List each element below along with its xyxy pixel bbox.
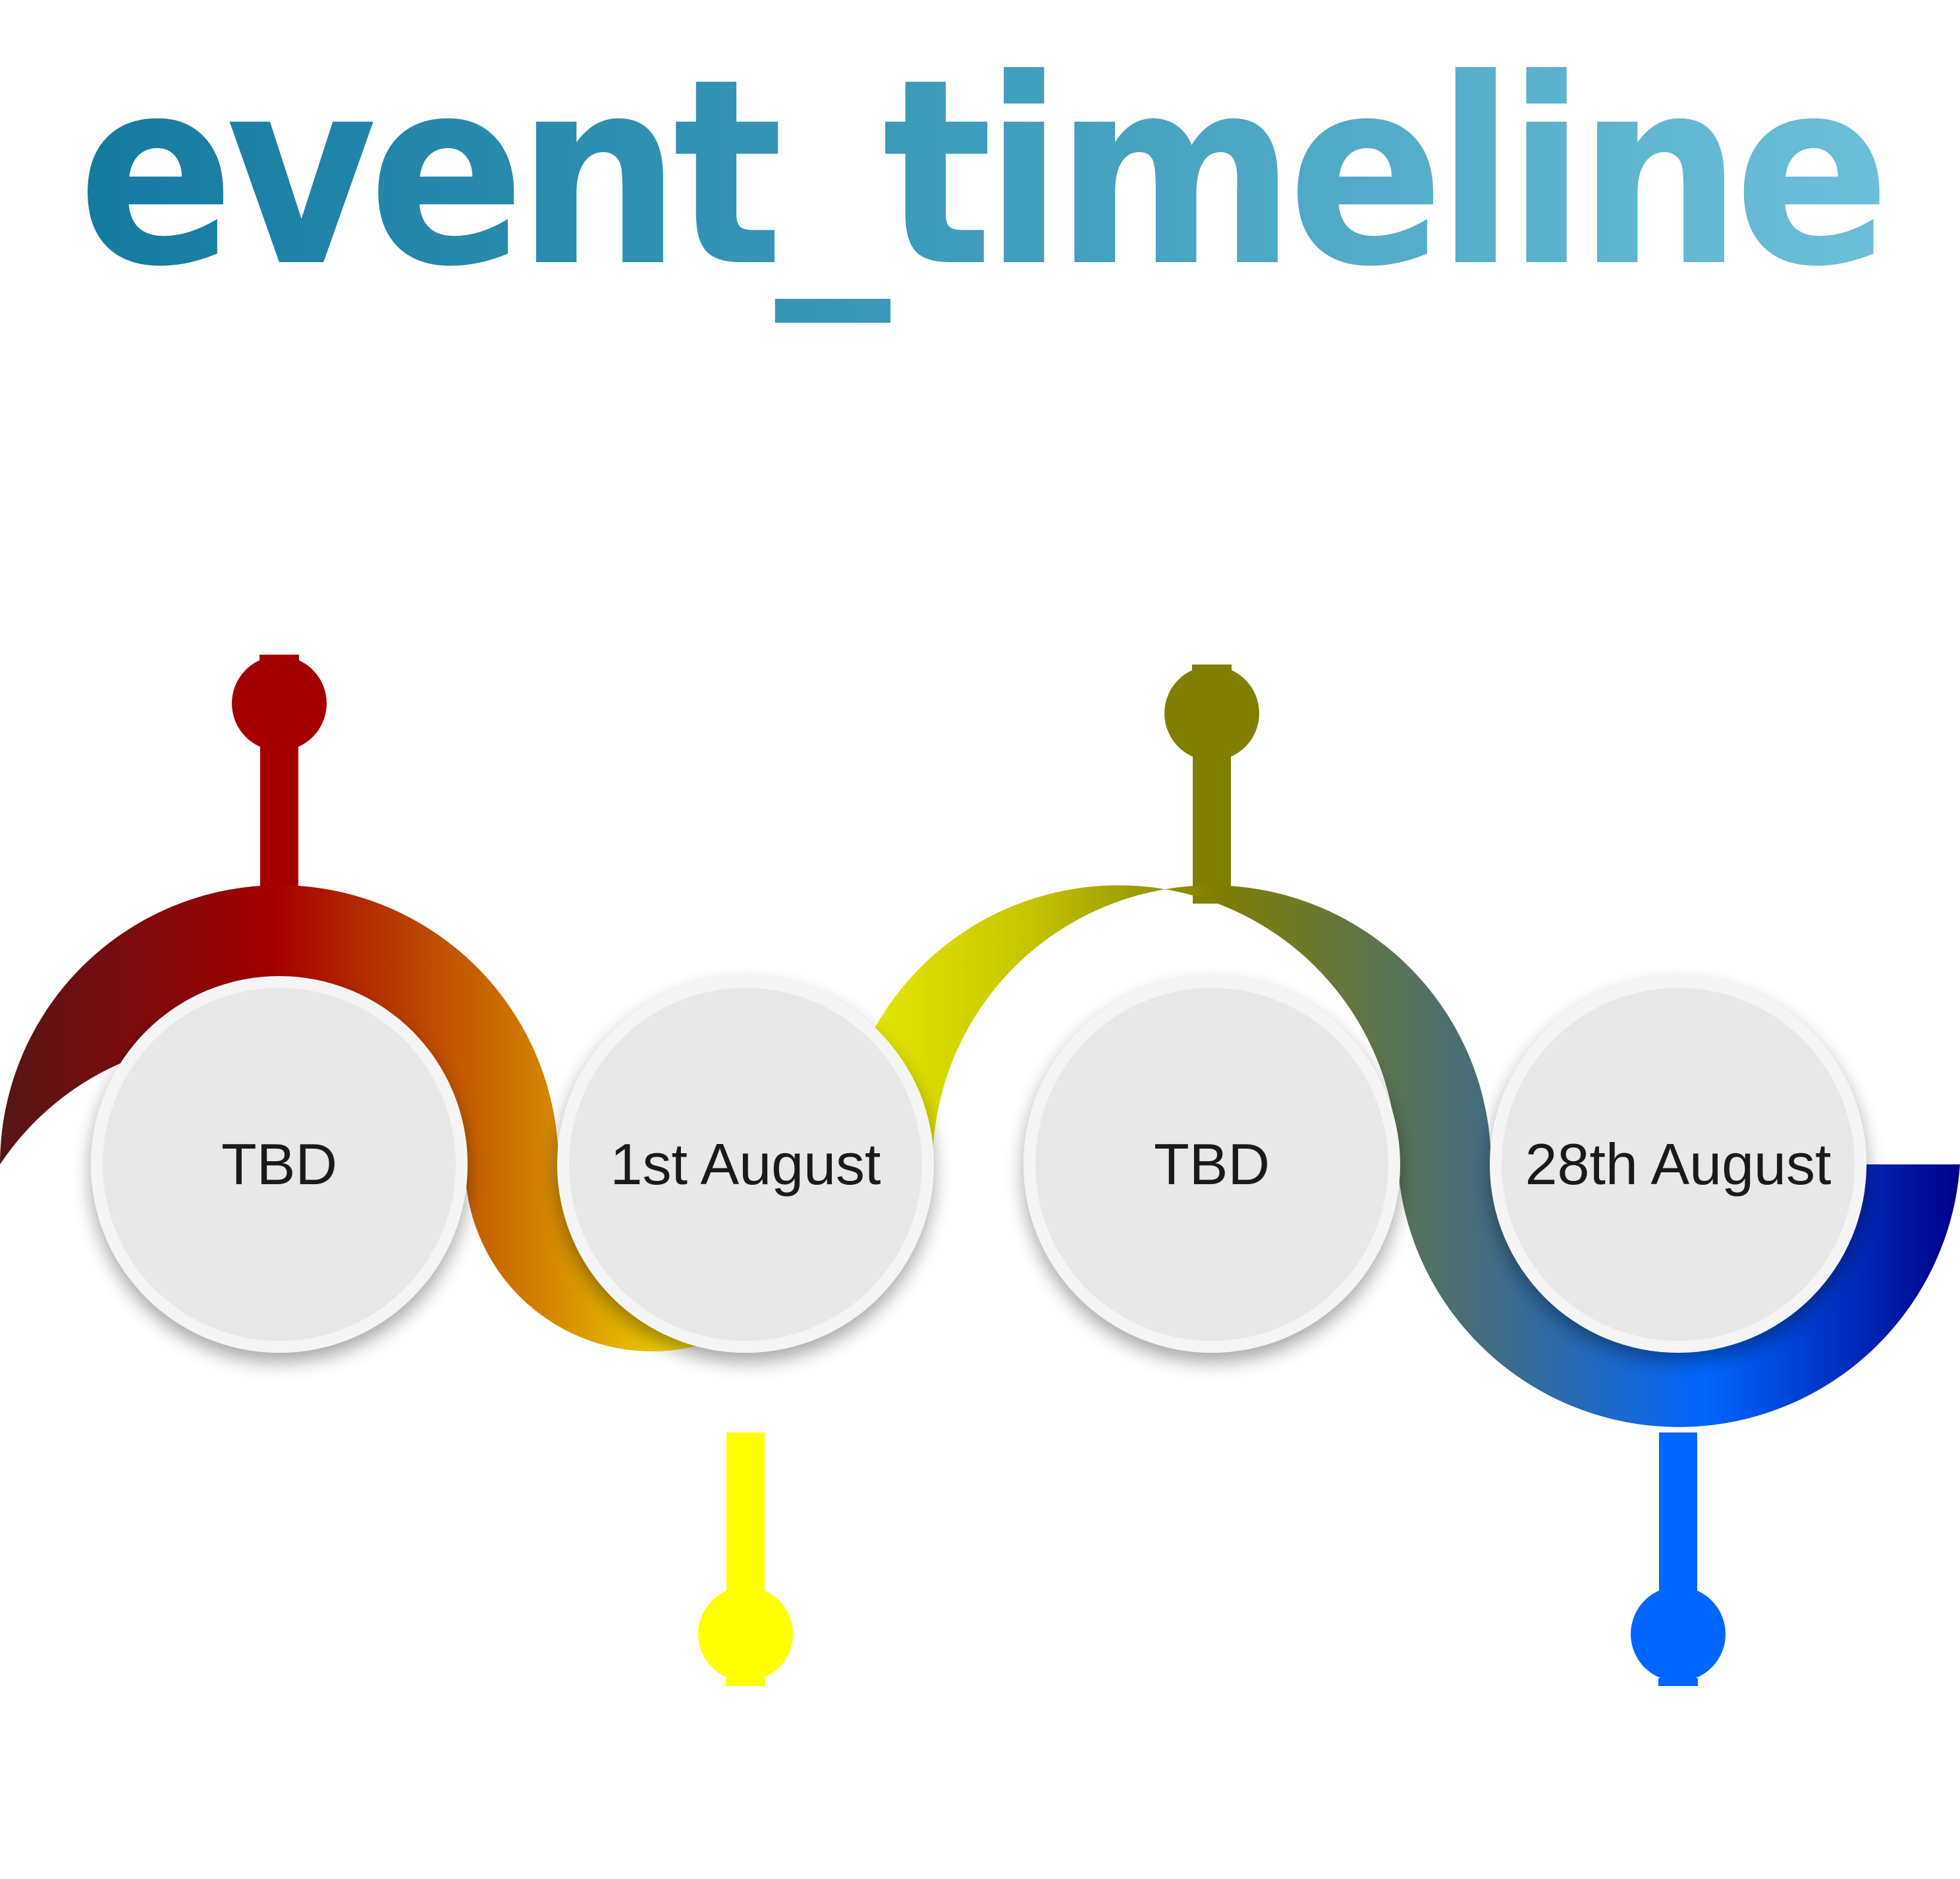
milestone-label-2: 1st August <box>611 1131 881 1197</box>
timeline-band <box>0 885 1960 1427</box>
milestone-pin-3 <box>1164 665 1259 904</box>
milestone-pin-4 <box>1631 1432 1726 1686</box>
milestone-pin-1 <box>232 655 327 904</box>
milestone-label-3: TBD <box>1154 1131 1270 1197</box>
milestone-node-3: TBD <box>1023 976 1400 1353</box>
milestone-node-2: 1st August <box>557 976 934 1353</box>
milestone-label-1: TBD <box>221 1131 337 1197</box>
milestone-node-1: TBD <box>91 976 468 1353</box>
milestone-label-4: 28th August <box>1525 1131 1832 1197</box>
milestone-pin-2 <box>698 1432 793 1686</box>
page-title: event_timeline <box>78 24 1882 327</box>
milestone-node-4: 28th August <box>1490 976 1866 1353</box>
